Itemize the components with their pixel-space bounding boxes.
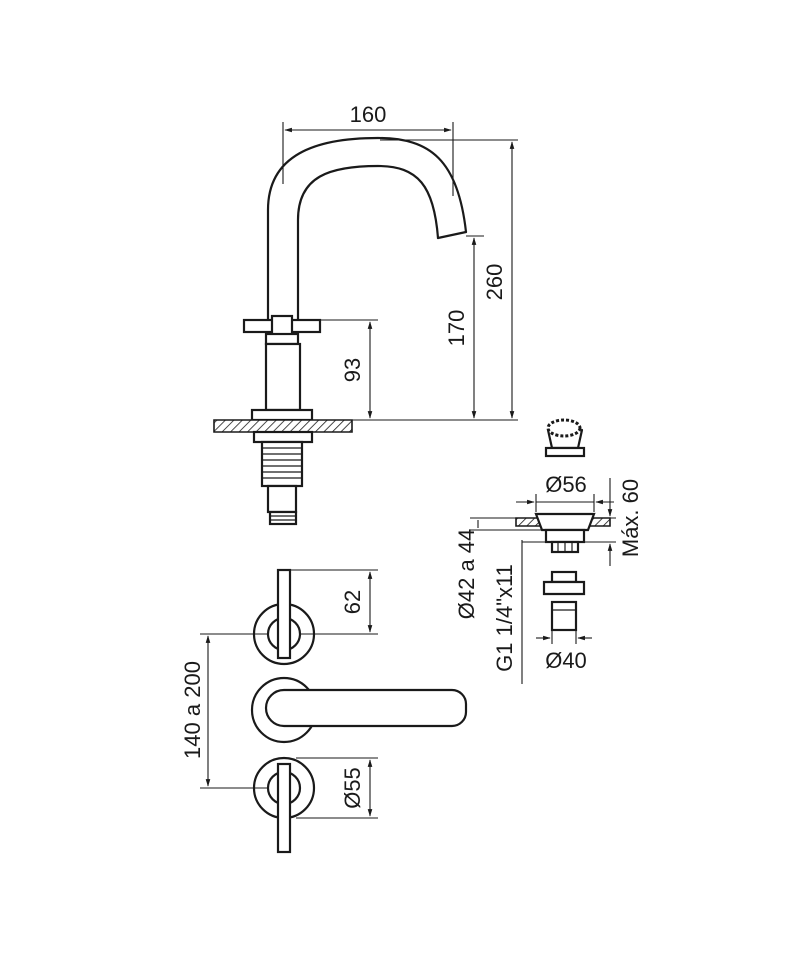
- dim-thread: G1 1/4"x11: [492, 540, 552, 684]
- upper-handle-bar: [276, 568, 292, 660]
- dim-o42-44: Ø42 a 44: [454, 517, 542, 620]
- thread-lines: [262, 447, 302, 479]
- dim-o56: Ø56: [516, 472, 614, 512]
- dim-max60: Máx. 60: [584, 478, 643, 566]
- deck-section: [213, 419, 353, 433]
- drain-body: [544, 528, 586, 544]
- nut-ring: [252, 430, 314, 444]
- dim-o55: Ø55: [296, 757, 378, 819]
- dim-260-label: 260: [482, 264, 507, 301]
- dim-140-200-label: 140 a 200: [180, 661, 205, 759]
- drain-tail: [550, 600, 578, 632]
- dim-max60-label: Máx. 60: [618, 479, 643, 557]
- dim-260: 260: [300, 139, 518, 421]
- spout-arm: [264, 688, 468, 728]
- dim-170-label: 170: [444, 310, 469, 347]
- body-column: [264, 342, 302, 412]
- dim-o56-label: Ø56: [545, 472, 587, 497]
- spout-outer: [266, 136, 468, 324]
- spout-tip: [436, 230, 468, 240]
- dim-93-label: 93: [340, 358, 365, 382]
- lower-handle-bar: [276, 762, 292, 854]
- shank-thread-end: [268, 510, 298, 526]
- dim-62: 62: [290, 569, 378, 635]
- dim-160-label: 160: [350, 102, 387, 127]
- dim-o40: Ø40: [536, 630, 592, 673]
- dim-160: 160: [282, 102, 454, 196]
- stopper-cap: [546, 418, 582, 438]
- dim-thread-label: G1 1/4"x11: [492, 564, 517, 672]
- drain-washer: [542, 580, 586, 596]
- spout-inner: [296, 164, 440, 324]
- handle-collar: [264, 332, 300, 346]
- dim-o40-label: Ø40: [545, 648, 587, 673]
- dim-140-200: 140 a 200: [180, 633, 268, 789]
- dim-o55-label: Ø55: [340, 767, 365, 809]
- stopper-base: [544, 446, 586, 458]
- base-plate: [250, 408, 314, 422]
- lower-shank: [266, 484, 298, 514]
- drain-flange: [534, 512, 596, 532]
- dim-62-label: 62: [340, 590, 365, 614]
- dim-170: 170: [444, 235, 484, 419]
- drain-detail: [515, 418, 611, 632]
- dim-o42-44-label: Ø42 a 44: [454, 529, 479, 620]
- faucet-side-view: [213, 136, 468, 526]
- dim-93: 93: [320, 319, 378, 419]
- drain-nut: [550, 570, 578, 584]
- faucet-top-view: [250, 568, 468, 854]
